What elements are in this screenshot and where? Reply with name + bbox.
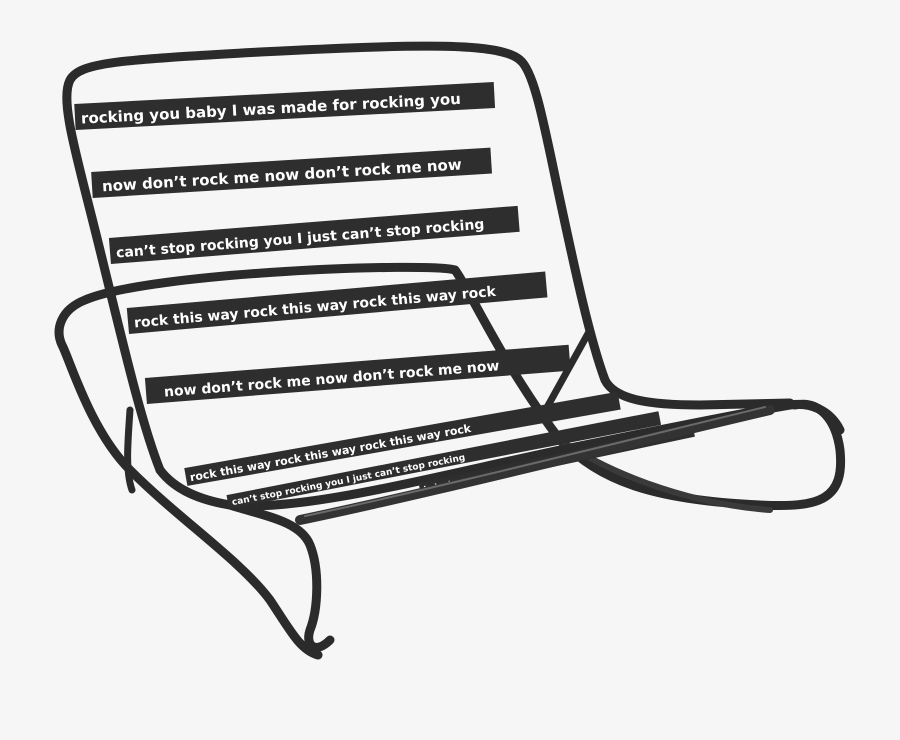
front-leg-left	[124, 406, 136, 494]
backrest-frame	[62, 41, 795, 475]
front-seat-tube	[295, 405, 775, 525]
rear-rocker-runner	[54, 262, 460, 660]
front-rocker-runner	[225, 500, 335, 652]
front-seat-tube-highlight	[304, 406, 766, 517]
front-seat-bar	[155, 399, 845, 511]
